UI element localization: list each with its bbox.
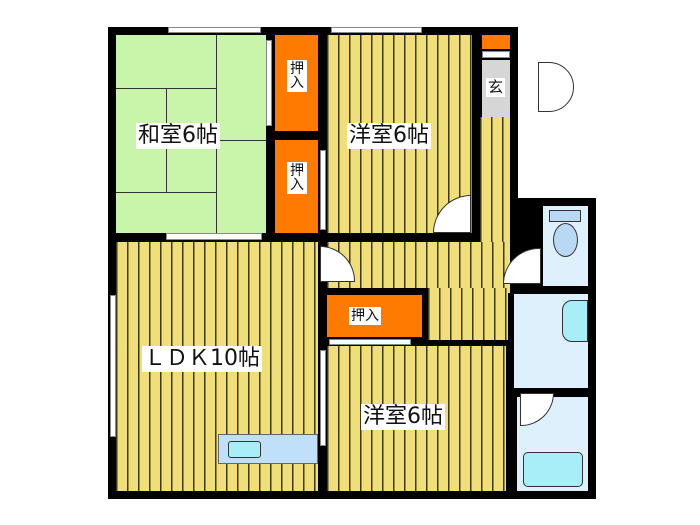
closet-lower: 押入 <box>275 140 318 233</box>
sliding-door-hall-closet <box>329 339 411 345</box>
sliding-door-closet-2 <box>320 150 326 230</box>
genkan-closet <box>482 35 510 49</box>
genkan-label: 玄 <box>486 78 506 97</box>
entrance-door[interactable] <box>538 62 574 112</box>
yoshitsu-north-room: 洋室6帖 <box>327 35 472 233</box>
sliding-door-closet <box>266 40 272 126</box>
room-label-yoshitsu-south: 洋室6帖 <box>361 404 445 430</box>
closet-label-2: 押入 <box>287 162 307 194</box>
window-washitsu-ldk <box>166 233 262 240</box>
room-label-washitsu: 和室6帖 <box>136 123 220 149</box>
closet-label-3: 押入 <box>349 307 381 325</box>
hallway-lower <box>428 288 508 340</box>
closet-hall: 押入 <box>327 295 422 337</box>
toilet-bowl <box>553 223 578 257</box>
toilet-tank <box>549 210 581 222</box>
kitchen-counter <box>218 434 318 464</box>
hallway-center <box>327 242 510 288</box>
genkan: 玄 <box>482 60 510 117</box>
room-label-ldk: ＬＤＫ10帖 <box>142 346 262 372</box>
closet-label-1: 押入 <box>287 60 307 92</box>
washitsu-room: 和室6帖 <box>116 35 266 233</box>
ldk-room: ＬＤＫ10帖 <box>116 242 318 491</box>
yoshitsu-south-room: 洋室6帖 <box>327 346 506 491</box>
window-ldk-west <box>110 295 116 437</box>
bathtub <box>523 452 583 487</box>
closet-upper: 押入 <box>275 35 318 131</box>
window-washitsu <box>168 27 261 33</box>
sliding-door-yoshitsu-south <box>320 350 326 446</box>
washroom <box>514 294 588 388</box>
washbasin <box>562 300 588 342</box>
window-yoshitsu-north <box>331 27 422 33</box>
genkan-sill <box>482 51 510 58</box>
toilet-room <box>543 206 588 286</box>
room-label-yoshitsu-north: 洋室6帖 <box>347 123 431 149</box>
kitchen-sink <box>228 441 261 458</box>
